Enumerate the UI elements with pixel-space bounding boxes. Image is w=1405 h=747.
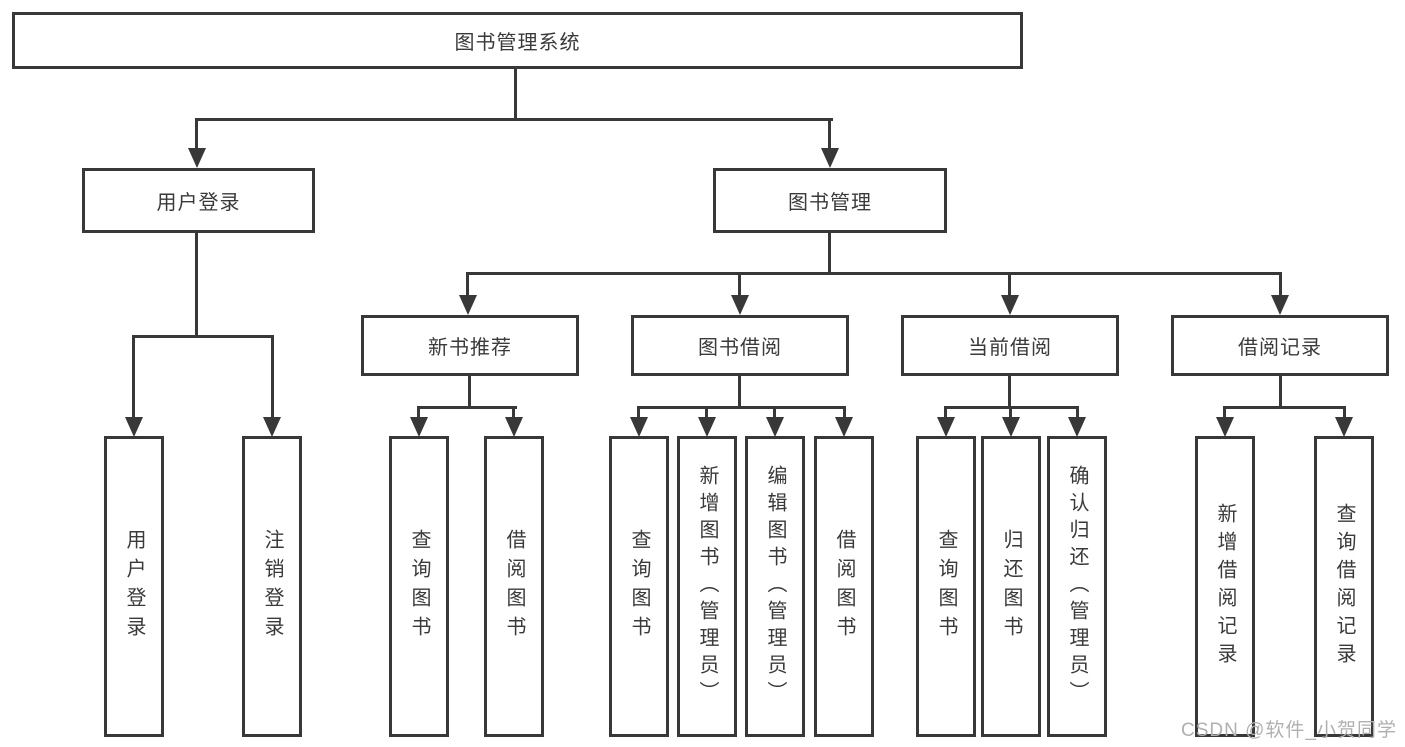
arrow-down-icon xyxy=(766,417,784,437)
connector-line xyxy=(843,406,846,419)
node-br-add-borrow-record: 新增借阅记录 xyxy=(1195,436,1255,737)
connector-line xyxy=(773,406,776,419)
node-label: 借阅图书 xyxy=(833,528,855,645)
connector-line xyxy=(828,232,831,275)
node-label: 查询图书 xyxy=(935,528,957,645)
connector-line xyxy=(417,406,420,419)
arrow-down-icon xyxy=(263,417,281,437)
connector-line xyxy=(1009,406,1012,419)
connector-line xyxy=(1223,406,1346,409)
node-cb-confirm-return-admin: 确认归还（管理员） xyxy=(1047,436,1107,737)
node-label: 查询图书 xyxy=(408,528,430,645)
connector-line xyxy=(195,232,198,338)
node-nbr-borrow-books: 借阅图书 xyxy=(484,436,544,737)
node-label: 确认归还（管理员） xyxy=(1066,465,1088,708)
node-label: 借阅记录 xyxy=(1238,337,1322,359)
node-label: 图书管理系统 xyxy=(454,32,581,54)
connector-line xyxy=(271,335,274,419)
arrow-down-icon xyxy=(835,417,853,437)
arrow-down-icon xyxy=(125,417,143,437)
arrow-down-icon xyxy=(630,417,648,437)
node-current-borrowing: 当前借阅 xyxy=(901,315,1119,376)
node-label: 图书管理 xyxy=(788,192,872,214)
node-label: 用户登录 xyxy=(156,192,241,214)
connector-line xyxy=(738,272,741,298)
arrow-down-icon xyxy=(1335,417,1353,437)
arrow-down-icon xyxy=(410,417,428,437)
connector-line xyxy=(1279,375,1282,409)
node-bb-query-books: 查询图书 xyxy=(609,436,669,737)
connector-line xyxy=(705,406,708,419)
node-label: 新书推荐 xyxy=(428,337,512,359)
node-br-query-borrow-record: 查询借阅记录 xyxy=(1314,436,1374,737)
connector-line xyxy=(1223,406,1226,419)
arrow-down-icon xyxy=(459,295,477,315)
connector-line xyxy=(944,406,947,419)
node-label: 查询图书 xyxy=(628,528,650,645)
node-label: 用户登录 xyxy=(123,528,145,645)
connector-line xyxy=(468,375,471,409)
node-label: 编辑图书（管理员） xyxy=(764,465,786,708)
node-bb-edit-books-admin: 编辑图书（管理员） xyxy=(745,436,805,737)
node-label: 图书借阅 xyxy=(698,337,782,359)
node-label: 新增借阅记录 xyxy=(1214,502,1236,671)
arrow-down-icon xyxy=(698,417,716,437)
arrow-down-icon xyxy=(188,148,206,168)
connector-line xyxy=(514,68,517,121)
connector-line xyxy=(1076,406,1079,419)
connector-line xyxy=(637,406,846,409)
connector-line xyxy=(417,406,517,409)
connector-line xyxy=(512,406,515,419)
node-label: 注销登录 xyxy=(261,528,283,645)
node-borrowing-records: 借阅记录 xyxy=(1171,315,1389,376)
arrow-down-icon xyxy=(1216,417,1234,437)
node-book-management: 图书管理 xyxy=(713,168,947,233)
node-label: 新增图书（管理员） xyxy=(696,465,718,708)
arrow-down-icon xyxy=(505,417,523,437)
connector-line xyxy=(1008,375,1011,409)
node-cb-return-books: 归还图书 xyxy=(981,436,1041,737)
node-library-management-system: 图书管理系统 xyxy=(12,12,1023,69)
node-label: 当前借阅 xyxy=(968,337,1052,359)
connector-line xyxy=(1008,272,1011,298)
node-label: 归还图书 xyxy=(1000,528,1022,645)
node-cb-query-books: 查询图书 xyxy=(916,436,976,737)
connector-line xyxy=(1279,272,1282,298)
node-nbr-query-books: 查询图书 xyxy=(389,436,449,737)
node-logout: 注销登录 xyxy=(242,436,302,737)
csdn-watermark: CSDN @软件_小贺同学 xyxy=(1181,720,1397,741)
connector-line xyxy=(195,118,833,121)
arrow-down-icon xyxy=(937,417,955,437)
node-label: 查询借阅记录 xyxy=(1333,502,1355,671)
arrow-down-icon xyxy=(1002,417,1020,437)
node-book-borrowing: 图书借阅 xyxy=(631,315,849,376)
node-label: 借阅图书 xyxy=(503,528,525,645)
connector-line xyxy=(132,335,135,419)
arrow-down-icon xyxy=(1001,295,1019,315)
connector-line xyxy=(195,118,198,150)
node-new-book-recommend: 新书推荐 xyxy=(361,315,579,376)
node-bb-borrow-books: 借阅图书 xyxy=(814,436,874,737)
node-user-login: 用户登录 xyxy=(104,436,164,737)
connector-line xyxy=(132,335,274,338)
arrow-down-icon xyxy=(731,295,749,315)
node-bb-add-books-admin: 新增图书（管理员） xyxy=(677,436,737,737)
connector-line xyxy=(466,272,1282,275)
node-user-login-group: 用户登录 xyxy=(82,168,315,233)
connector-line xyxy=(637,406,640,419)
arrow-down-icon xyxy=(821,148,839,168)
connector-line xyxy=(1343,406,1346,419)
connector-line xyxy=(738,375,741,409)
arrow-down-icon xyxy=(1068,417,1086,437)
connector-line xyxy=(466,272,469,298)
arrow-down-icon xyxy=(1271,295,1289,315)
connector-line xyxy=(828,118,831,150)
